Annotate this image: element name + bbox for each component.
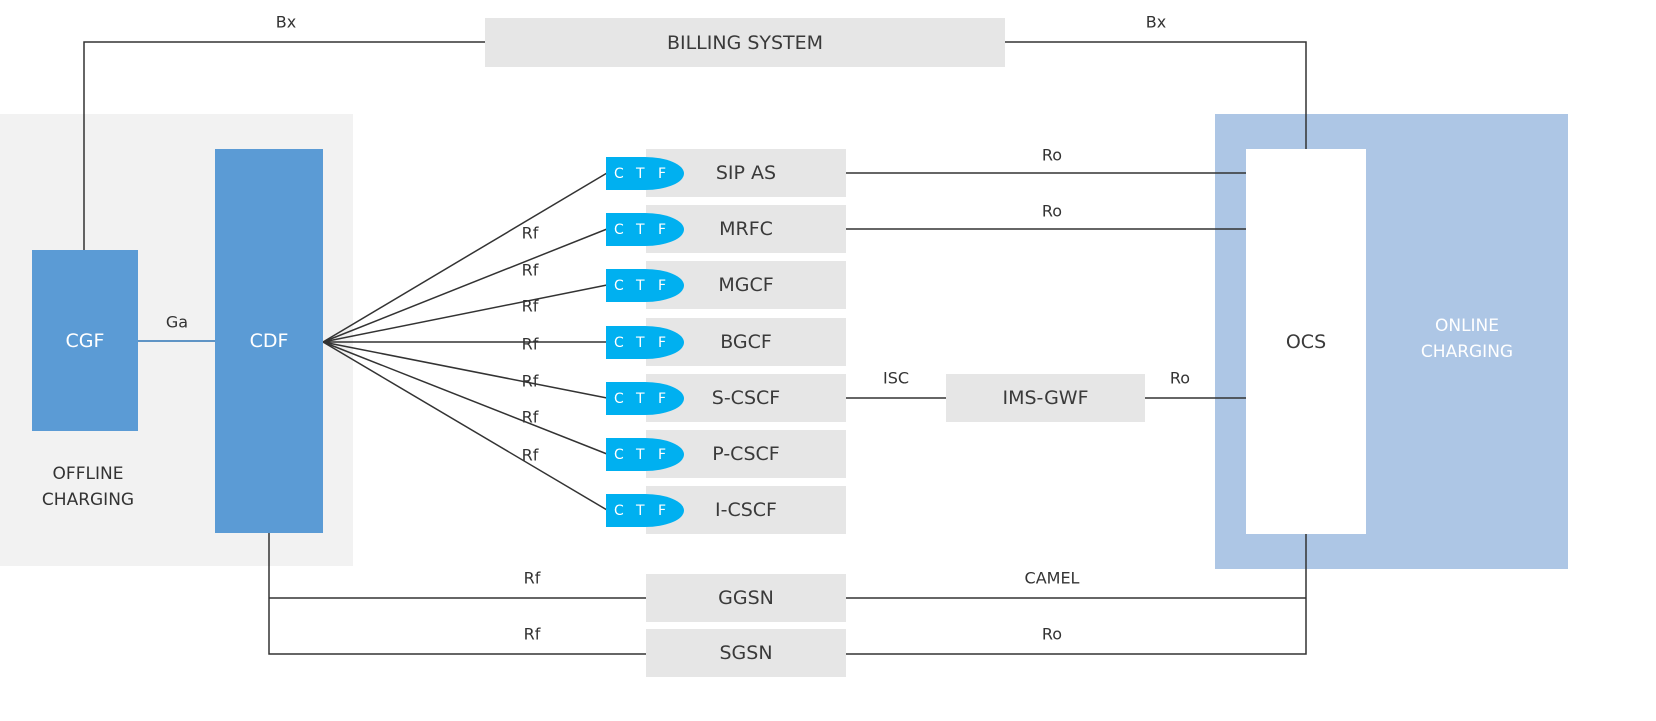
sgsn-node: SGSN [646, 629, 846, 677]
rf-line [322, 172, 608, 343]
bx-label-left: Bx [275, 12, 297, 32]
ctf-f: F [658, 221, 667, 238]
sgsn-label: SGSN [719, 642, 773, 664]
rf-line [322, 284, 608, 343]
node-label: SIP AS [715, 162, 777, 184]
ctf-c: C [614, 390, 624, 407]
ga-label: Ga [165, 312, 189, 332]
node-label: S-CSCF [711, 387, 781, 409]
rf-label: Rf [521, 407, 539, 427]
bx-line-right [1005, 41, 1307, 149]
ctf-f: F [658, 502, 667, 519]
cdf-label: CDF [249, 330, 289, 352]
ctf-c: C [614, 446, 624, 463]
ro-label-sip: Ro [1041, 145, 1063, 165]
ctf-f: F [658, 165, 667, 182]
ctf-c: C [614, 502, 624, 519]
ro-label-sgsn: Ro [1041, 624, 1063, 644]
rf-line [322, 341, 608, 455]
billing-system: BILLING SYSTEM [485, 18, 1005, 67]
rf-label: Rf [521, 445, 539, 465]
ctf-f: F [658, 277, 667, 294]
ctf-t: T [636, 277, 645, 294]
node-label: MRFC [719, 218, 773, 240]
rf-label: Rf [521, 296, 539, 316]
ctf-c: C [614, 277, 624, 294]
online-charging-label: ONLINE CHARGING [1421, 313, 1513, 365]
node-label: P-CSCF [712, 443, 780, 465]
ctf-t: T [636, 334, 645, 351]
ctf-c: C [614, 165, 624, 182]
rf-line [322, 341, 608, 399]
ocs-node: OCS [1246, 149, 1366, 534]
rf-label: Rf [521, 223, 539, 243]
ggsn-node: GGSN [646, 574, 846, 622]
offline-line1: OFFLINE [52, 464, 124, 484]
ggsn-label: GGSN [718, 587, 774, 609]
ctf-t: T [636, 390, 645, 407]
cgf-node: CGF [32, 250, 138, 431]
ctf-t: T [636, 165, 645, 182]
online-line2: CHARGING [1420, 342, 1514, 362]
rf-line [322, 228, 608, 343]
rf-label: Rf [521, 260, 539, 280]
ctf-c: C [614, 334, 624, 351]
rf-label-ggsn: Rf [523, 568, 541, 588]
ctf-t: T [636, 502, 645, 519]
ctf-f: F [658, 446, 667, 463]
ctf-f: F [658, 390, 667, 407]
ctf-t: T [636, 221, 645, 238]
cgf-label: CGF [65, 329, 105, 352]
offline-line2: CHARGING [41, 490, 135, 510]
rf-label: Rf [521, 371, 539, 391]
offline-charging-label: OFFLINE CHARGING [42, 461, 134, 513]
node-label: MGCF [718, 274, 774, 296]
isc-label: ISC [882, 368, 910, 388]
ro-label-mrfc: Ro [1041, 201, 1063, 221]
camel-label: CAMEL [1024, 568, 1080, 588]
ctf-f: F [658, 334, 667, 351]
billing-label: BILLING SYSTEM [666, 31, 824, 54]
ocs-gprs-line [846, 534, 1307, 655]
cdf-node: CDF [215, 149, 323, 533]
ims-gwf-node: IMS-GWF [946, 374, 1145, 422]
rf-label: Rf [521, 334, 539, 354]
rf-label-sgsn: Rf [523, 624, 541, 644]
bx-line-left [83, 41, 485, 250]
bx-label-right: Bx [1145, 12, 1167, 32]
online-line1: ONLINE [1434, 316, 1500, 336]
ctf-c: C [614, 221, 624, 238]
ro-label-gwf: Ro [1169, 368, 1191, 388]
rf-line-gprs [268, 533, 646, 655]
node-label: BGCF [720, 331, 772, 353]
node-label: I-CSCF [715, 499, 777, 521]
ocs-label: OCS [1285, 330, 1327, 353]
ims-gwf-label: IMS-GWF [1002, 387, 1089, 409]
ctf-t: T [636, 446, 645, 463]
rf-line [322, 341, 608, 511]
